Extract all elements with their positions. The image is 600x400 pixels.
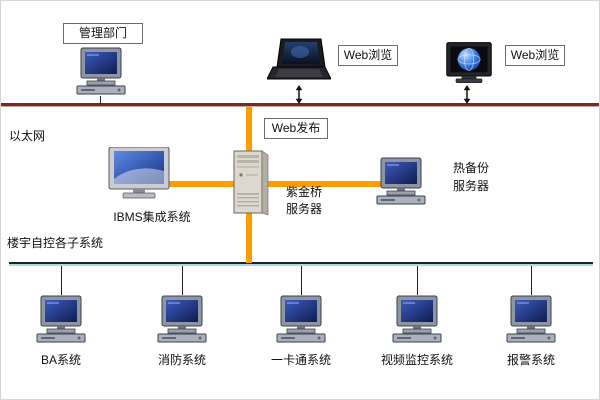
fire-system-label: 消防系统 [157, 353, 206, 367]
up-down-arrow-icon [294, 85, 304, 104]
subsystem-bus-line [9, 262, 593, 264]
onecard-system-label: 一卡通系统 [270, 353, 331, 367]
alarm-system-workstation-icon [503, 295, 559, 345]
subsystem-connector-line [417, 266, 418, 295]
subsystems-label: 楼宇自控各子系统 [7, 236, 104, 250]
globe-monitor-icon [443, 41, 495, 87]
laptop-icon [267, 37, 331, 87]
video-system-label: 视频监控系统 [380, 353, 453, 367]
backup-server-icon [373, 157, 429, 207]
web-publish-label: Web发布 [264, 118, 328, 139]
up-down-arrow-icon [462, 85, 472, 104]
subsystem-connector-line [531, 266, 532, 295]
ba-system-label: BA系统 [40, 353, 81, 367]
server-horizontal-connector [169, 181, 385, 187]
backup-label-line1: 热备份 [453, 161, 490, 175]
server-uplink-connector [246, 107, 252, 153]
server-name-label-line2: 服务器 [286, 202, 323, 216]
management-connector-line [100, 96, 101, 104]
server-downlink-connector [246, 213, 252, 263]
web-browse-right-label: Web浏览 [505, 45, 565, 66]
onecard-system-workstation-icon [273, 295, 329, 345]
ba-system-workstation-icon [33, 295, 89, 345]
ibms-label: IBMS集成系统 [113, 210, 191, 224]
subsystem-bus-highlight-line [9, 264, 593, 266]
subsystem-connector-line [182, 266, 183, 295]
video-system-workstation-icon [389, 295, 445, 345]
management-workstation-icon [73, 47, 129, 97]
fire-system-workstation-icon [154, 295, 210, 345]
ethernet-bus-line [1, 103, 599, 107]
server-tower-icon [230, 149, 270, 217]
subsystem-connector-line [61, 266, 62, 295]
subsystem-connector-line [301, 266, 302, 295]
ibms-monitor-icon [107, 147, 175, 205]
alarm-system-label: 报警系统 [506, 353, 555, 367]
server-name-label-line1: 紫金桥 [286, 185, 323, 199]
ethernet-label: 以太网 [9, 129, 46, 143]
backup-label-line2: 服务器 [453, 179, 490, 193]
web-browse-left-label: Web浏览 [338, 45, 398, 66]
management-dept-label: 管理部门 [63, 23, 143, 44]
